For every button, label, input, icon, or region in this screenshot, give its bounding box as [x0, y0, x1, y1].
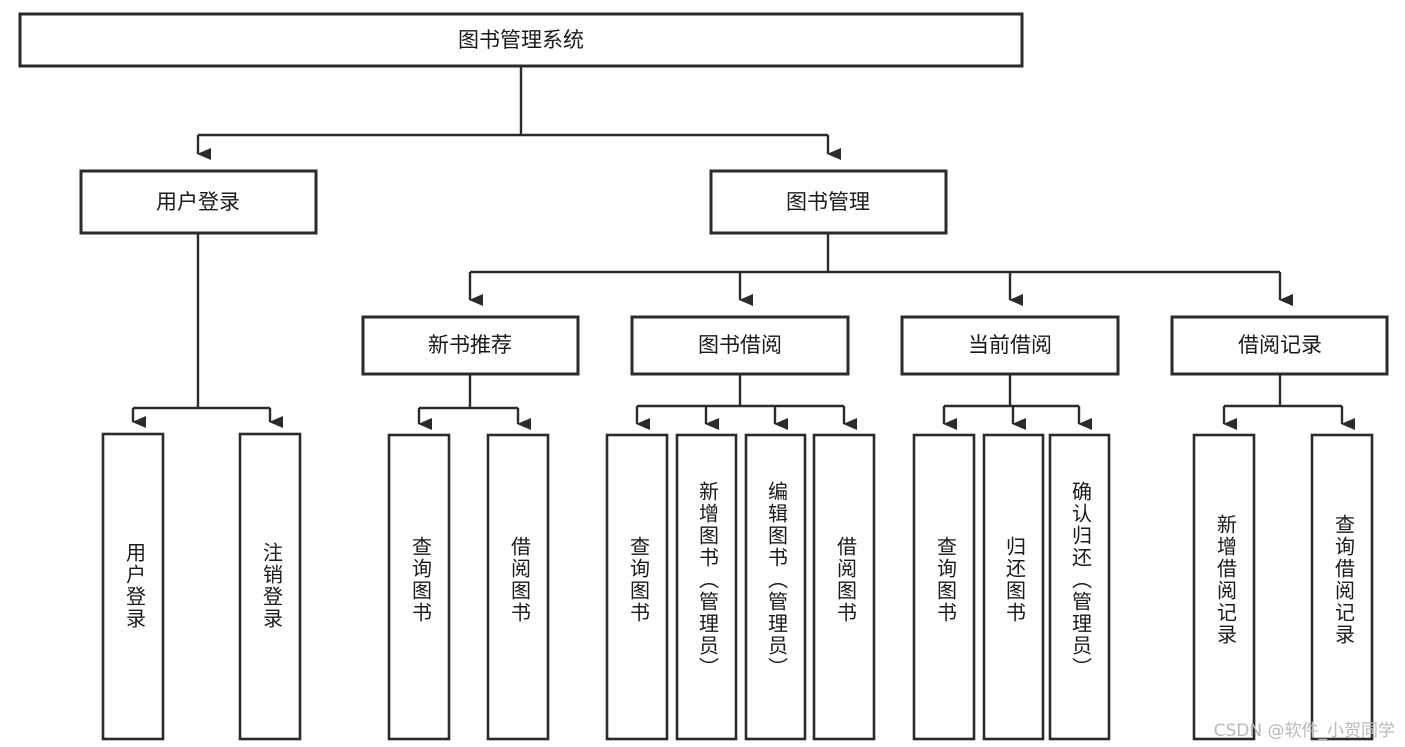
node-user-login-label: 用户登录 [156, 190, 240, 214]
node-leaf-query-record[interactable]: 查询借阅记录 [1310, 433, 1374, 741]
node-user-login-box[interactable] [79, 169, 318, 235]
node-leaf-add-record[interactable]: 新增借阅记录 [1192, 433, 1256, 741]
node-root[interactable]: 图书管理系统 [18, 12, 1024, 68]
connector-group-userlogin-to-leaves [131, 233, 283, 428]
node-current-borrow-label: 当前借阅 [968, 333, 1052, 357]
node-leaf-edit-book[interactable]: 编辑图书（管理员） [744, 433, 807, 741]
node-leaf-add-book-label: 新增图书（管理员） [696, 481, 720, 679]
node-leaf-query-book-2[interactable]: 查询图书 [605, 433, 669, 741]
node-leaf-query-book-3[interactable]: 查询图书 [912, 433, 976, 741]
node-current-borrow-box[interactable] [900, 315, 1120, 376]
node-leaf-query-record-label: 查询借阅记录 [1332, 514, 1356, 646]
node-borrow-record[interactable]: 借阅记录 [1170, 315, 1389, 376]
node-leaf-add-record-label: 新增借阅记录 [1214, 514, 1238, 646]
node-leaf-query-book-1[interactable]: 查询图书 [387, 433, 451, 741]
node-leaf-logout-login-box[interactable] [238, 432, 302, 741]
node-new-book-recommend-label: 新书推荐 [428, 333, 512, 357]
node-leaf-query-record-box[interactable] [1310, 433, 1374, 741]
node-leaf-query-book-1-box[interactable] [387, 433, 451, 741]
connector-group-bookmgmt-to-level3 [468, 233, 1293, 306]
node-leaf-borrow-book-2-box[interactable] [812, 433, 876, 741]
node-leaf-confirm-return[interactable]: 确认归还（管理员） [1048, 433, 1111, 741]
node-leaf-confirm-return-label: 确认归还（管理员） [1069, 481, 1093, 679]
node-leaf-query-book-2-label: 查询图书 [627, 536, 651, 624]
node-leaf-user-login[interactable]: 用户登录 [101, 432, 165, 741]
node-leaf-return-book-box[interactable] [982, 433, 1045, 741]
node-leaf-logout-login[interactable]: 注销登录 [238, 432, 302, 741]
node-book-management-label: 图书管理 [786, 190, 870, 214]
node-leaf-query-book-2-box[interactable] [605, 433, 669, 741]
node-leaf-return-book[interactable]: 归还图书 [982, 433, 1045, 741]
node-leaf-query-book-1-label: 查询图书 [409, 536, 433, 624]
node-leaf-edit-book-box[interactable] [744, 433, 807, 741]
node-leaf-query-book-3-label: 查询图书 [934, 536, 958, 624]
node-book-borrow-label: 图书借阅 [698, 333, 782, 357]
node-new-book-recommend-box[interactable] [361, 315, 580, 376]
connector-group-newbook-to-leaves [417, 374, 531, 430]
node-leaf-borrow-book-1-box[interactable] [486, 433, 550, 741]
node-leaf-user-login-label: 用户登录 [123, 542, 147, 630]
node-leaf-borrow-book-1-label: 借阅图书 [508, 536, 532, 624]
node-leaf-return-book-label: 归还图书 [1003, 536, 1027, 624]
connector-group-root-to-level2 [196, 66, 841, 160]
node-book-management[interactable]: 图书管理 [709, 169, 948, 235]
node-leaf-add-book[interactable]: 新增图书（管理员） [675, 433, 738, 741]
node-borrow-record-label: 借阅记录 [1238, 333, 1322, 357]
node-leaf-user-login-box[interactable] [101, 432, 165, 741]
node-new-book-recommend[interactable]: 新书推荐 [361, 315, 580, 376]
node-leaf-borrow-book-2[interactable]: 借阅图书 [812, 433, 876, 741]
node-leaf-query-book-3-box[interactable] [912, 433, 976, 741]
node-borrow-record-box[interactable] [1170, 315, 1389, 376]
connector-group-bookborrow-to-leaves [635, 374, 857, 430]
node-leaf-logout-login-label: 注销登录 [260, 542, 284, 630]
node-leaf-add-record-box[interactable] [1192, 433, 1256, 741]
connector-group-borrowrecord-to-leaves [1222, 374, 1355, 430]
node-book-borrow[interactable]: 图书借阅 [630, 315, 850, 376]
node-root-box[interactable] [18, 12, 1024, 68]
node-book-management-box[interactable] [709, 169, 948, 235]
node-user-login[interactable]: 用户登录 [79, 169, 318, 235]
node-leaf-borrow-book-2-label: 借阅图书 [834, 536, 858, 624]
node-leaf-add-book-box[interactable] [675, 433, 738, 741]
connector-group-currentborrow-to-leaves [942, 374, 1092, 430]
node-leaf-borrow-book-1[interactable]: 借阅图书 [486, 433, 550, 741]
node-root-label: 图书管理系统 [458, 28, 584, 52]
node-leaf-edit-book-label: 编辑图书（管理员） [765, 481, 789, 679]
node-current-borrow[interactable]: 当前借阅 [900, 315, 1120, 376]
node-leaf-confirm-return-box[interactable] [1048, 433, 1111, 741]
node-book-borrow-box[interactable] [630, 315, 850, 376]
